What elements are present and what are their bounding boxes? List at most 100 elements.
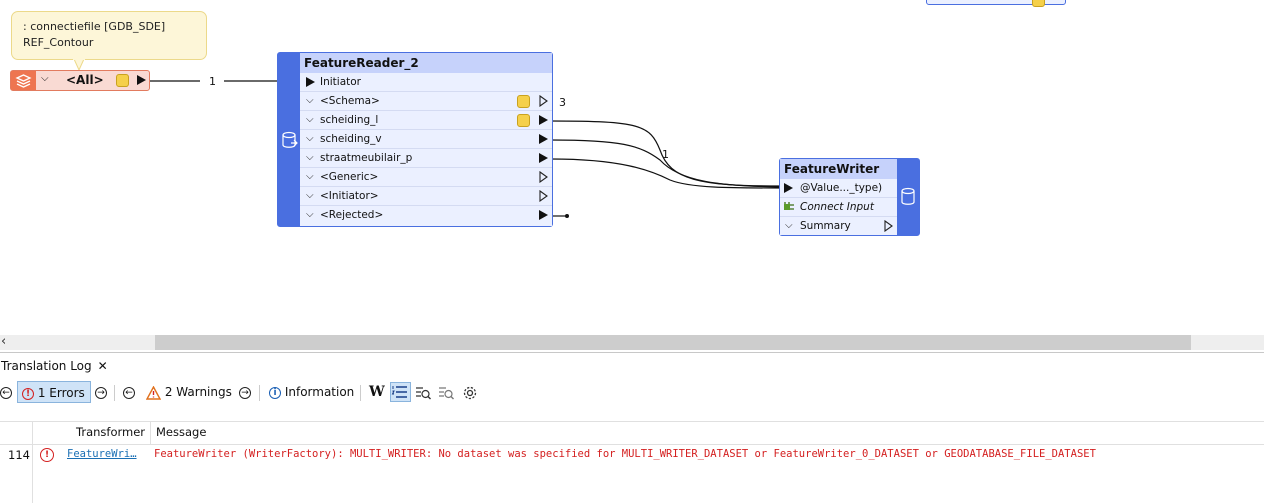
transformer-link[interactable]: FeatureWri…	[67, 448, 137, 460]
attribute-badge-icon[interactable]	[116, 74, 129, 87]
chevron-down-icon[interactable]: ⌵	[306, 95, 314, 106]
error-icon: !	[40, 448, 54, 462]
output-port-arrow-icon[interactable]	[137, 75, 146, 85]
input-port-arrow-icon	[306, 77, 315, 87]
port-label: <Rejected>	[320, 209, 384, 221]
connect-input-port[interactable]: Connect Input	[780, 198, 897, 217]
feature-writer-title: FeatureWriter	[780, 159, 897, 179]
chevron-down-icon[interactable]: ⌵	[306, 171, 314, 182]
offscreen-node[interactable]	[926, 0, 1066, 5]
writer-input-label: @Value..._type)	[800, 182, 883, 194]
line-number: 114	[8, 448, 30, 462]
workspace-canvas[interactable]: : connectiefile [GDB_SDE] REF_Contour ⌵ …	[0, 0, 1264, 335]
attribute-badge-icon[interactable]	[517, 95, 530, 108]
errors-label: 1 Errors	[37, 386, 85, 400]
initiator-label: Initiator	[320, 76, 361, 88]
database-reader-icon	[282, 131, 298, 148]
word-wrap-button[interactable]: W	[369, 384, 385, 400]
reader-port-label: <All>	[66, 73, 104, 87]
canvas-horizontal-scrollbar[interactable]: ‹	[0, 334, 1264, 350]
error-icon: !	[22, 387, 34, 400]
reader-feature-type[interactable]: ⌵ <All>	[10, 70, 150, 91]
chevron-down-icon[interactable]: ⌵	[306, 114, 314, 125]
column-header-transformer[interactable]: Transformer	[76, 425, 146, 439]
output-port-scheiding-l[interactable]: ⌵ scheiding_l	[300, 111, 552, 130]
output-port-hollow-icon[interactable]	[539, 190, 548, 202]
find-list-icon	[416, 386, 431, 399]
summary-port[interactable]: ⌵ Summary	[780, 217, 897, 236]
feature-reader-transformer[interactable]: FeatureReader_2 Initiator ⌵ <Schema> ⌵ s…	[277, 52, 553, 227]
find-button[interactable]	[415, 381, 431, 403]
scrollbar-thumb[interactable]	[155, 335, 1191, 350]
output-port-arrow-icon[interactable]	[539, 210, 548, 220]
information-label: Information	[284, 385, 355, 399]
scroll-left-icon[interactable]: ‹	[1, 334, 7, 349]
warnings-label: 2 Warnings	[164, 385, 232, 399]
tab-translation-log[interactable]: Translation Log ✕	[0, 356, 108, 376]
chevron-down-icon[interactable]: ⌵	[306, 133, 314, 144]
connect-plug-icon	[784, 202, 794, 210]
gear-icon	[463, 386, 477, 399]
annotation-line-2: REF_Contour	[23, 36, 94, 49]
output-port-initiator[interactable]: ⌵ <Initiator>	[300, 187, 552, 206]
attribute-badge-icon	[1032, 0, 1045, 7]
port-label: <Initiator>	[320, 190, 379, 202]
numbered-list-icon	[391, 386, 407, 398]
column-header-message[interactable]: Message	[156, 425, 207, 439]
chevron-down-icon[interactable]: ⌵	[306, 209, 314, 220]
chevron-down-icon[interactable]: ⌵	[306, 152, 314, 163]
arrow-right-icon: →	[95, 386, 107, 399]
input-port-arrow-icon	[784, 183, 793, 193]
chevron-down-icon[interactable]: ⌵	[785, 220, 793, 231]
log-toolbar: ← ! 1 Errors → ← 2 Warnings → i Informat…	[0, 379, 1264, 405]
prev-error-button[interactable]: ←	[0, 381, 12, 403]
writer-input-port[interactable]: @Value..._type)	[780, 179, 897, 198]
summary-label: Summary	[800, 220, 851, 232]
output-port-hollow-icon[interactable]	[539, 171, 548, 183]
tab-label: Translation Log	[1, 359, 92, 373]
next-error-button[interactable]: →	[95, 381, 107, 403]
annotation-note[interactable]: : connectiefile [GDB_SDE] REF_Contour	[11, 11, 207, 60]
port-label: scheiding_l	[320, 114, 379, 126]
log-table-header: Transformer Message	[0, 421, 1264, 445]
output-port-hollow-icon[interactable]	[539, 95, 548, 107]
database-writer-icon	[901, 187, 915, 205]
merge-count-label: 1	[662, 148, 669, 161]
next-warning-button[interactable]: →	[239, 381, 251, 403]
port-label: <Generic>	[320, 171, 379, 183]
layers-icon	[11, 71, 36, 90]
connection-count-label: 1	[209, 75, 216, 88]
line-numbers-button[interactable]	[390, 382, 411, 402]
information-filter-button[interactable]: i Information	[269, 381, 354, 403]
output-port-straatmeubilair-p[interactable]: ⌵ straatmeubilair_p	[300, 149, 552, 168]
initiator-input-port[interactable]: Initiator	[300, 73, 552, 92]
table-row[interactable]: 114 ! FeatureWri… FeatureWriter (WriterF…	[0, 443, 1264, 503]
output-port-arrow-icon[interactable]	[539, 134, 548, 144]
connect-input-label: Connect Input	[800, 201, 874, 213]
warning-icon	[145, 385, 162, 400]
output-port-rejected[interactable]: ⌵ <Rejected>	[300, 206, 552, 225]
filter-button[interactable]	[438, 381, 454, 403]
output-port-arrow-icon[interactable]	[539, 115, 548, 125]
warnings-filter-button[interactable]: 2 Warnings	[145, 381, 232, 403]
close-icon[interactable]: ✕	[97, 359, 108, 373]
output-port-scheiding-v[interactable]: ⌵ scheiding_v	[300, 130, 552, 149]
output-port-arrow-icon[interactable]	[539, 153, 548, 163]
errors-filter-button[interactable]: ! 1 Errors	[17, 381, 91, 403]
annotation-pointer	[73, 58, 85, 72]
prev-warning-button[interactable]: ←	[123, 381, 135, 403]
port-label: straatmeubilair_p	[320, 152, 413, 164]
settings-button[interactable]	[462, 381, 478, 403]
feature-writer-transformer[interactable]: FeatureWriter @Value..._type) Connect In…	[779, 158, 920, 236]
info-icon: i	[269, 386, 281, 399]
output-port-generic[interactable]: ⌵ <Generic>	[300, 168, 552, 187]
chevron-down-icon[interactable]: ⌵	[41, 73, 49, 84]
output-port-hollow-icon[interactable]	[884, 220, 893, 232]
output-port-schema[interactable]: ⌵ <Schema>	[300, 92, 552, 111]
schema-count-label: 3	[559, 96, 566, 109]
connection-lines	[150, 80, 781, 218]
annotation-line-1: : connectiefile [GDB_SDE]	[23, 20, 166, 33]
log-message: FeatureWriter (WriterFactory): MULTI_WRI…	[154, 448, 1096, 460]
attribute-badge-icon[interactable]	[517, 114, 530, 127]
chevron-down-icon[interactable]: ⌵	[306, 190, 314, 201]
